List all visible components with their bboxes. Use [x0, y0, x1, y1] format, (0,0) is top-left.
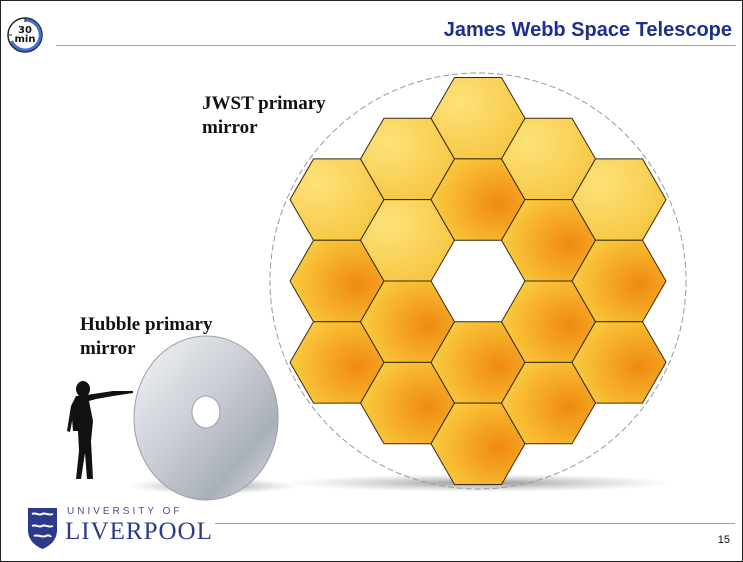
mirror-segment [571, 321, 667, 404]
hubble-label: Hubble primary mirror [80, 313, 212, 361]
university-crest-icon [28, 508, 57, 549]
footer-rule [215, 523, 735, 524]
title-rule [56, 45, 736, 46]
jwst-label: JWST primary mirror [202, 92, 326, 140]
timer-minutes: 30 [18, 25, 32, 36]
hubble-label-line1: Hubble primary [80, 314, 213, 335]
person-silhouette-icon [67, 381, 133, 479]
timer-label: 30 min [6, 25, 44, 45]
university-name: LIVERPOOL [65, 518, 213, 545]
jwst-mirror-segments [289, 77, 667, 485]
university-of-text: UNIVERSITY OF [67, 506, 183, 517]
page-number: 15 [717, 534, 730, 546]
jwst-outline-circle [269, 72, 687, 490]
timer-unit: min [14, 34, 36, 45]
hubble-label-line2: mirror [80, 338, 136, 359]
jwst-label-line1: JWST primary [202, 93, 326, 114]
hubble-mirror [133, 335, 279, 501]
mirror-comparison-figure [67, 72, 687, 501]
slide-title: James Webb Space Telescope [443, 19, 732, 41]
timer-icon [7, 17, 43, 53]
jwst-label-line2: mirror [202, 117, 258, 138]
